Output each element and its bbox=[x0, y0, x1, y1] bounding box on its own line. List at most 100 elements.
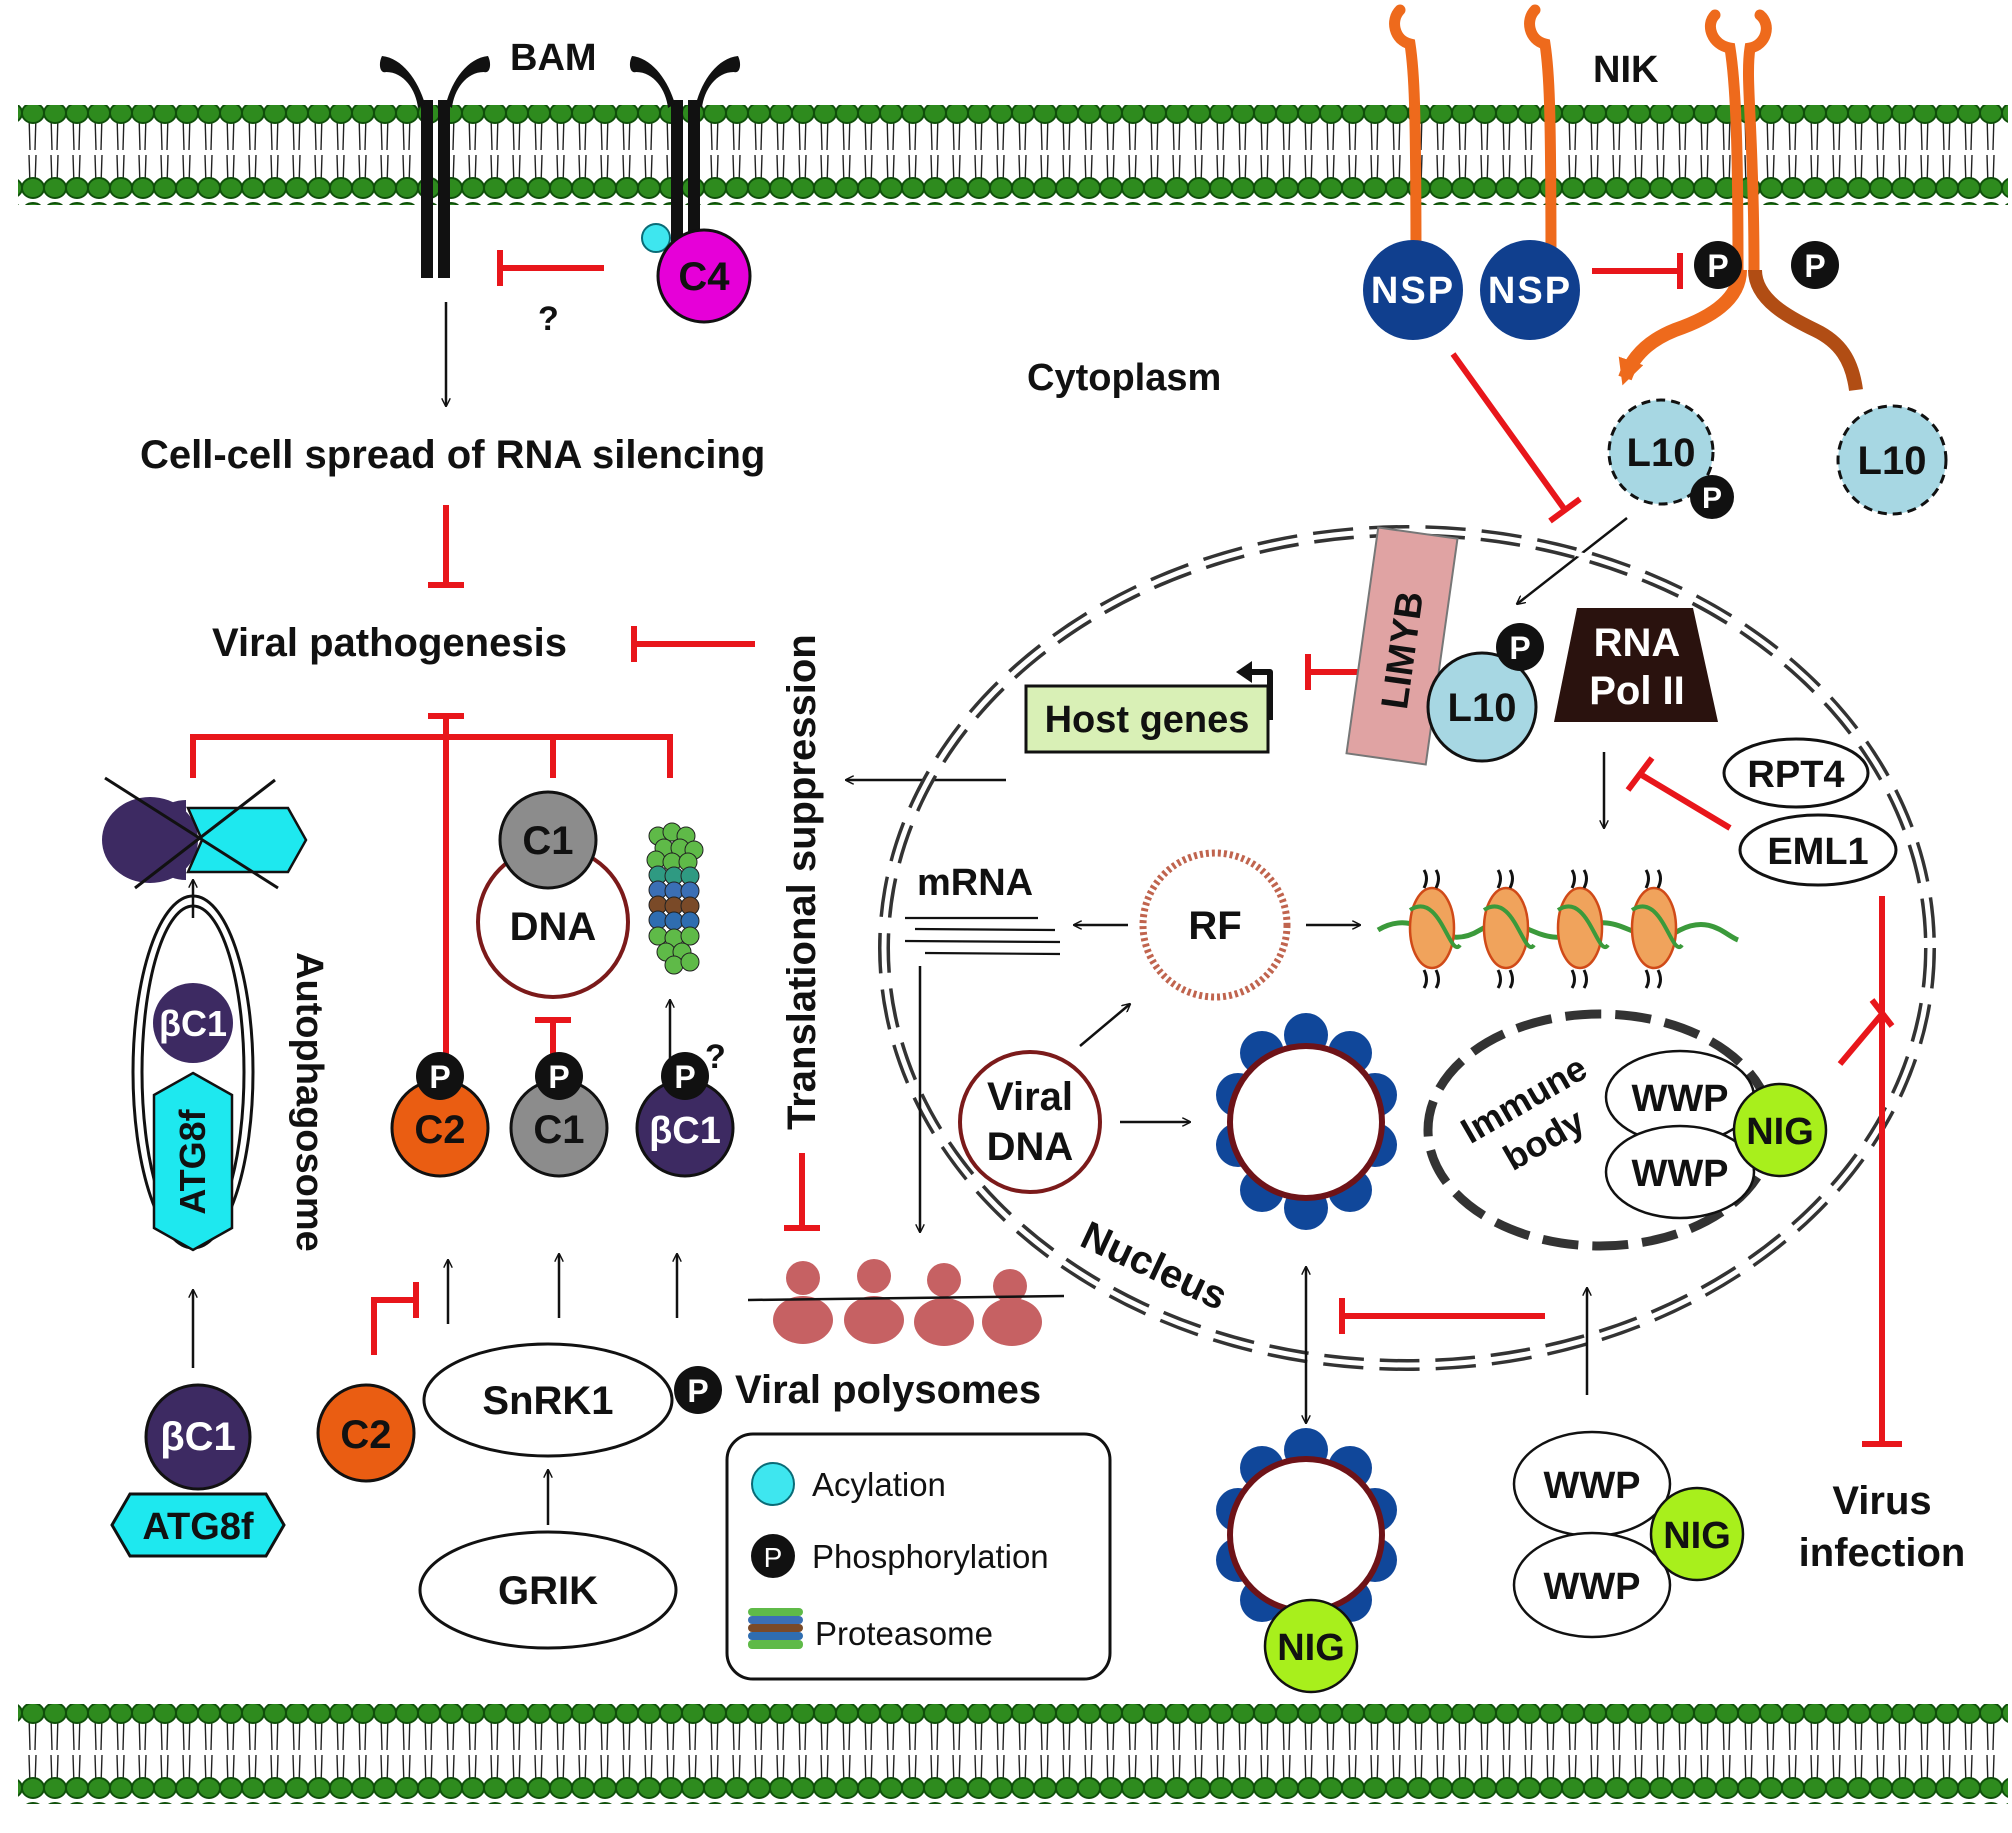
arrow-l10-to-nucleus bbox=[1517, 517, 1628, 604]
nik-phospho-2 bbox=[1791, 241, 1839, 289]
c1-label-bound: C1 bbox=[522, 819, 573, 863]
rpt4-eml1-inhibit-pol bbox=[1625, 756, 1732, 831]
mrna-label: mRNA bbox=[917, 862, 1033, 904]
dna-helix-icon bbox=[1027, 755, 1520, 800]
nig-label-nuclear: NIG bbox=[1746, 1111, 1814, 1153]
nsp-inhibits-l10-import bbox=[1450, 352, 1582, 524]
c2-protein-free bbox=[316, 1383, 416, 1483]
atg8f-in-autophagosome bbox=[152, 1071, 234, 1252]
rna-pol-ii bbox=[1554, 608, 1718, 722]
l10-label-cyto: L10 bbox=[1858, 439, 1927, 483]
c4-protein bbox=[656, 228, 752, 324]
legend-box bbox=[725, 1432, 1112, 1681]
atg8f-label-auto: ATG8f bbox=[172, 1108, 213, 1214]
phospho-badges bbox=[416, 1052, 709, 1100]
bc1-in-autophagosome bbox=[153, 983, 233, 1063]
virus-infection-label-1: Virus bbox=[1832, 1479, 1931, 1523]
viral-pathogenesis-label: Viral pathogenesis bbox=[212, 621, 567, 665]
nig-label-cyto-bound: NIG bbox=[1277, 1627, 1345, 1669]
cytoplasm-label: Cytoplasm bbox=[1027, 357, 1221, 399]
wwp-nuclear-2 bbox=[1604, 1124, 1756, 1220]
wwp-label-nuclear-2: WWP bbox=[1631, 1153, 1728, 1195]
dna-label: DNA bbox=[510, 905, 597, 949]
bam-receptor-icon bbox=[379, 56, 741, 278]
atg8f-free bbox=[110, 1492, 286, 1558]
nik-receptor-icon bbox=[1389, 4, 1772, 278]
legend-proteasome-icon bbox=[748, 1608, 803, 1649]
nucleus-label: Nucleus bbox=[1074, 1213, 1234, 1319]
nsp-protein-1 bbox=[1363, 240, 1463, 340]
atg8f-label-free: ATG8f bbox=[142, 1506, 254, 1548]
nsp-label-1: NSP bbox=[1371, 270, 1455, 312]
legend-acylation-label: Acylation bbox=[812, 1466, 946, 1503]
question-mark-2: ? bbox=[705, 1038, 726, 1076]
spread-inhibits-pathogenesis bbox=[428, 505, 464, 588]
limyb-inhibits-host bbox=[1305, 654, 1360, 690]
polysome-mrna-strand bbox=[747, 1294, 1065, 1302]
p-label-bc1: P bbox=[674, 1059, 695, 1095]
rf-label: RF bbox=[1188, 904, 1241, 948]
p-label-nik-2: P bbox=[1804, 248, 1825, 284]
nik-label: NIK bbox=[1593, 49, 1659, 91]
l10-phospho-cyto bbox=[1690, 475, 1734, 519]
c4-label: C4 bbox=[678, 255, 730, 299]
nsp-inhibits-nik bbox=[1592, 253, 1683, 289]
bottom-membrane-icon bbox=[18, 1704, 2008, 1804]
wwp-cyto-2 bbox=[1512, 1531, 1672, 1639]
c2-label-phos: C2 bbox=[414, 1108, 465, 1152]
host-genes-box bbox=[1024, 684, 1270, 754]
nig-nuclear bbox=[1732, 1082, 1828, 1178]
autophagosome-label: Autophagosome bbox=[288, 952, 330, 1252]
p-label-polysome: P bbox=[687, 1373, 708, 1409]
bc1-protein-free bbox=[144, 1383, 252, 1491]
c2-label-free: C2 bbox=[340, 1413, 391, 1457]
viral-dna-label-1: Viral bbox=[987, 1075, 1073, 1119]
bc1-label-phos: βC1 bbox=[649, 1110, 721, 1152]
l10-label-nuclear: L10 bbox=[1448, 686, 1517, 730]
snrk1-label: SnRK1 bbox=[482, 1379, 613, 1423]
host-genes-label: Host genes bbox=[1045, 699, 1250, 741]
atg8f-degraded-icon bbox=[186, 806, 308, 874]
cross-line-1 bbox=[104, 776, 279, 890]
virus-infection-inhibits-nuclear-branch bbox=[1837, 998, 1895, 1066]
l10-phospho-nuclear bbox=[1496, 623, 1544, 671]
nik-kinase-arc-dark bbox=[1748, 269, 1863, 392]
mrna-lines-icon bbox=[904, 916, 1061, 956]
acylation-dot-icon bbox=[641, 223, 671, 253]
nik-kinase-arc bbox=[1618, 269, 1747, 386]
legend-p-label: P bbox=[764, 1542, 783, 1573]
legend-acylation-icon bbox=[751, 1462, 795, 1506]
minichromosome-cyto-icon bbox=[1216, 1428, 1397, 1622]
l10-phos-cyto bbox=[1607, 398, 1715, 506]
transl-inhibits-pathogenesis bbox=[631, 626, 755, 662]
rpt4-node bbox=[1722, 737, 1870, 809]
bc1-label-auto: βC1 bbox=[159, 1003, 227, 1044]
viral-dna-label-2: DNA bbox=[987, 1125, 1074, 1169]
p-label-nik-1: P bbox=[1707, 248, 1728, 284]
gene-start-arrow-icon bbox=[1248, 669, 1273, 720]
bc1-label-free: βC1 bbox=[160, 1415, 236, 1459]
polysome-icon bbox=[773, 1259, 1042, 1346]
polysome-phospho-icon bbox=[674, 1366, 722, 1414]
minichromosome-nuclear-icon bbox=[1216, 1013, 1397, 1230]
l10-label-phos-cyto: L10 bbox=[1627, 431, 1696, 475]
transl-inhibits-polysomes bbox=[784, 1153, 820, 1231]
p-label-l10-cyto: P bbox=[1702, 482, 1722, 515]
eml1-label: EML1 bbox=[1767, 831, 1868, 873]
gene-start-arrowhead bbox=[1236, 661, 1252, 683]
legend-proteasome-label: Proteasome bbox=[815, 1615, 993, 1652]
viral-dna-circle bbox=[958, 1050, 1102, 1194]
translational-suppression-label: Translational suppression bbox=[780, 634, 824, 1130]
question-mark-1: ? bbox=[538, 300, 559, 338]
nsp-protein-2 bbox=[1480, 240, 1580, 340]
eml1-node bbox=[1738, 813, 1898, 887]
c1-label-phos: C1 bbox=[533, 1108, 584, 1152]
wwp-label-cyto-1: WWP bbox=[1543, 1465, 1640, 1507]
l10-cyto bbox=[1836, 404, 1948, 516]
p-label-c2: P bbox=[429, 1059, 450, 1095]
rna-pol-label-2: Pol II bbox=[1589, 669, 1685, 713]
viral-polysomes-label: Viral polysomes bbox=[735, 1368, 1041, 1412]
rf-circle-icon bbox=[1139, 849, 1291, 1001]
nig-inhibits-export bbox=[1339, 1298, 1545, 1334]
